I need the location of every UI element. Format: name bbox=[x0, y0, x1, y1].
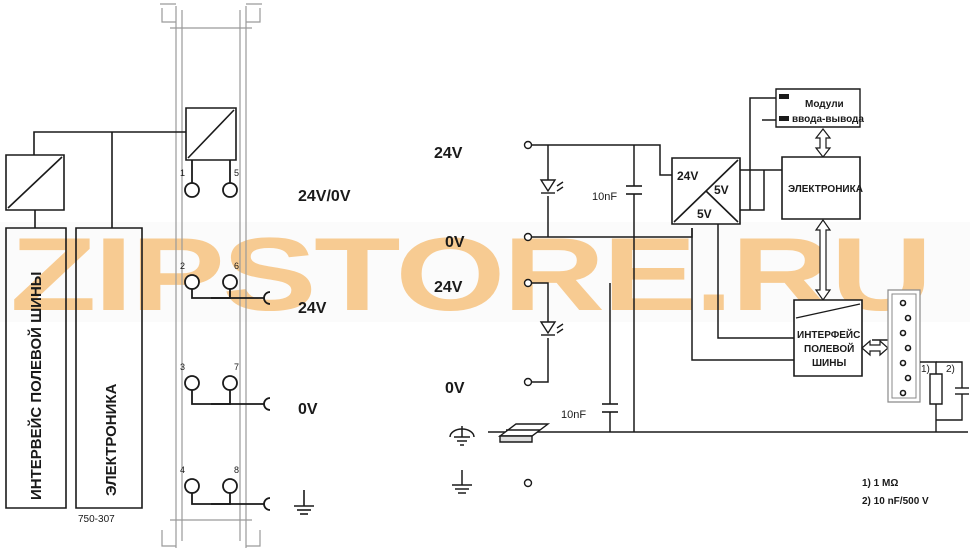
terminal-4: 4 bbox=[180, 465, 185, 475]
converter-output2-label: 5V bbox=[697, 207, 712, 221]
led-icon-bottom bbox=[539, 321, 563, 335]
io-modules-label-1: Модули bbox=[805, 99, 844, 110]
label-0v-left: 0V bbox=[298, 401, 318, 418]
field-bus-box-right: ИНТЕРФЕЙС ПОЛЕВОЙ ШИНЫ bbox=[794, 300, 862, 376]
left-converter-icon bbox=[6, 155, 64, 210]
terminal-5: 5 bbox=[234, 168, 239, 178]
io-modules-box: Модули ввода-вывода bbox=[776, 89, 864, 127]
label-0v-bottom: 0V bbox=[445, 380, 465, 397]
module-id: 750-307 bbox=[78, 514, 115, 525]
terminal-7: 7 bbox=[234, 362, 239, 372]
terminal-8: 8 bbox=[234, 465, 239, 475]
field-bus-interface-label: ИНТЕРВЕЙС ПОЛЕВОЙ ШИНЫ bbox=[27, 272, 45, 500]
ground-icon-right bbox=[452, 470, 472, 493]
field-bus-interface-box: ИНТЕРВЕЙС ПОЛЕВОЙ ШИНЫ bbox=[6, 228, 66, 508]
watermark-text: ZIPSTORE.RU bbox=[10, 217, 930, 333]
schematic-wires bbox=[488, 98, 968, 432]
electronics-label-right: ЭЛЕКТРОНИКА bbox=[788, 184, 863, 195]
led-icon-top bbox=[539, 179, 563, 193]
ground-icon-left bbox=[294, 490, 314, 514]
field-bus-label-2: ПОЛЕВОЙ bbox=[804, 342, 854, 355]
terminal-1: 1 bbox=[180, 168, 185, 178]
bus-arrow-top bbox=[814, 128, 832, 158]
label-24v-bottom: 24V bbox=[434, 279, 463, 296]
dc-dc-converter bbox=[672, 158, 740, 224]
label-24v-left: 24V bbox=[298, 300, 327, 317]
capacitor-top-label: 10nF bbox=[592, 191, 617, 203]
electronics-label-left: ЭЛЕКТРОНИКА bbox=[103, 383, 120, 496]
label-supply-24v-0v: 24V/0V bbox=[298, 188, 351, 205]
note-2: 2) 10 nF/500 V bbox=[862, 496, 929, 507]
io-modules-label-2: ввода-вывода bbox=[792, 114, 864, 125]
shield-network bbox=[920, 362, 969, 432]
note-1: 1) 1 MΩ bbox=[862, 478, 898, 489]
input-terminals bbox=[525, 142, 532, 487]
electronics-box-left: ЭЛЕКТРОНИКА bbox=[76, 228, 142, 508]
capacitor-bottom-label: 10nF bbox=[561, 409, 586, 421]
bus-arrow-connector bbox=[861, 339, 889, 357]
terminal-6: 6 bbox=[234, 261, 239, 271]
fieldbus-connector-icon bbox=[888, 290, 920, 402]
capacitor-top-icon bbox=[626, 186, 642, 194]
din-rail-icon bbox=[497, 423, 551, 443]
left-wires bbox=[34, 132, 186, 228]
field-bus-label-1: ИНТЕРФЕЙС bbox=[797, 328, 860, 341]
module-terminals bbox=[185, 160, 270, 510]
electronics-box-right: ЭЛЕКТРОНИКА bbox=[782, 157, 863, 219]
module-housing bbox=[160, 4, 262, 548]
label-24v-top: 24V bbox=[434, 145, 463, 162]
marker-1: 1) bbox=[921, 364, 930, 375]
earth-ground-icon bbox=[450, 426, 474, 445]
field-bus-label-3: ШИНЫ bbox=[812, 358, 846, 369]
capacitor-bottom-icon bbox=[602, 404, 618, 412]
watermark: ZIPSTORE.RU bbox=[0, 217, 970, 333]
converter-output1-label: 5V bbox=[714, 183, 729, 197]
label-0v-top: 0V bbox=[445, 234, 465, 251]
terminal-3: 3 bbox=[180, 362, 185, 372]
marker-2: 2) bbox=[946, 364, 955, 375]
converter-input-label: 24V bbox=[677, 169, 698, 183]
terminal-2: 2 bbox=[180, 261, 185, 271]
module-converter-icon bbox=[186, 108, 236, 160]
